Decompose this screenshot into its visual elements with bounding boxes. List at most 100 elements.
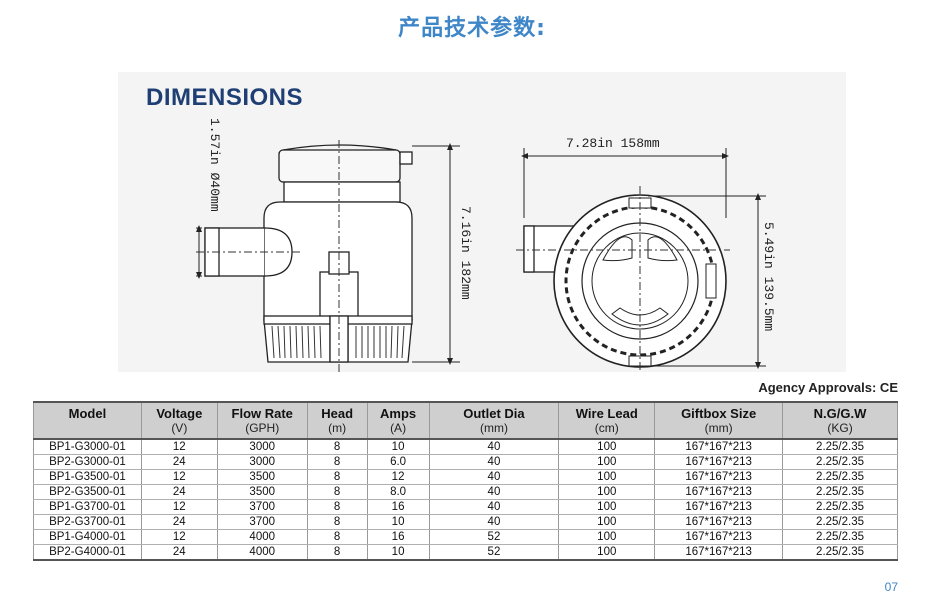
height-dimension-label: 7.16in 182mm <box>458 206 473 300</box>
table-cell: 8 <box>306 514 368 530</box>
table-cell: 3500 <box>216 469 308 485</box>
table-cell: 3500 <box>216 484 308 500</box>
table-cell: 167*167*213 <box>654 484 784 500</box>
table-cell: 10 <box>366 544 430 561</box>
table-cell: 40 <box>428 439 560 455</box>
table-cell: BP2-G3700-01 <box>33 514 142 530</box>
dimensions-title: DIMENSIONS <box>146 84 304 111</box>
table-cell: 12 <box>366 469 430 485</box>
column-header-unit: (cm) <box>594 421 619 435</box>
agency-approvals: Agency Approvals: CE <box>758 380 898 395</box>
page-heading: 产品技术参数: <box>398 16 546 41</box>
table-cell: 100 <box>558 469 656 485</box>
column-header-unit: (mm) <box>479 421 508 435</box>
table-cell: 2.25/2.35 <box>782 514 898 530</box>
table-cell: 2.25/2.35 <box>782 529 898 545</box>
column-header: Head(m) <box>306 401 368 440</box>
column-header-unit: (GPH) <box>245 421 280 435</box>
table-cell: 24 <box>140 514 218 530</box>
table-cell: 40 <box>428 514 560 530</box>
table-cell: BP2-G3000-01 <box>33 454 142 470</box>
table-cell: 12 <box>140 529 218 545</box>
table-cell: 100 <box>558 439 656 455</box>
table-cell: 24 <box>140 544 218 561</box>
table-cell: 167*167*213 <box>654 529 784 545</box>
table-cell: BP1-G4000-01 <box>33 529 142 545</box>
table-cell: 10 <box>366 439 430 455</box>
table-cell: 4000 <box>216 544 308 561</box>
column-header-name: Flow Rate <box>231 406 293 421</box>
table-cell: 40 <box>428 454 560 470</box>
table-cell: 8 <box>306 484 368 500</box>
table-cell: 2.25/2.35 <box>782 454 898 470</box>
table-cell: 100 <box>558 529 656 545</box>
dimension-drawing-panel <box>118 72 846 372</box>
table-cell: 167*167*213 <box>654 439 784 455</box>
column-header: Voltage(V) <box>140 401 218 440</box>
table-cell: 16 <box>366 499 430 515</box>
table-cell: 167*167*213 <box>654 454 784 470</box>
depth-dimension-label: 5.49in 139.5mm <box>761 222 776 331</box>
table-cell: 8 <box>306 499 368 515</box>
table-cell: 100 <box>558 454 656 470</box>
column-header: Model <box>33 401 142 440</box>
width-dimension-label: 7.28in 158mm <box>566 136 660 151</box>
table-cell: 167*167*213 <box>654 469 784 485</box>
table-cell: 2.25/2.35 <box>782 469 898 485</box>
table-cell: 40 <box>428 469 560 485</box>
table-cell: 6.0 <box>366 454 430 470</box>
table-cell: 12 <box>140 469 218 485</box>
column-header-unit: (m) <box>328 421 347 435</box>
column-header: Amps(A) <box>366 401 430 440</box>
column-header-name: Outlet Dia <box>463 406 525 421</box>
table-cell: 4000 <box>216 529 308 545</box>
column-header-unit: (KG) <box>827 421 853 435</box>
table-cell: 8 <box>306 544 368 561</box>
column-header: Flow Rate(GPH) <box>216 401 308 440</box>
table-cell: BP1-G3500-01 <box>33 469 142 485</box>
table-cell: 40 <box>428 484 560 500</box>
top-view-centerlines <box>516 186 730 372</box>
column-header: Outlet Dia(mm) <box>428 401 560 440</box>
outlet-dimension-label: 1.57in Ø40mm <box>207 118 222 212</box>
table-cell: 10 <box>366 514 430 530</box>
column-header-name: Voltage <box>156 406 203 421</box>
table-cell: 40 <box>428 499 560 515</box>
table-cell: 100 <box>558 544 656 561</box>
table-cell: 52 <box>428 544 560 561</box>
table-cell: 3700 <box>216 499 308 515</box>
column-header-name: Model <box>68 406 107 421</box>
table-cell: 2.25/2.35 <box>782 484 898 500</box>
table-cell: 167*167*213 <box>654 514 784 530</box>
column-header-unit: (A) <box>390 421 407 435</box>
table-cell: 3700 <box>216 514 308 530</box>
table-cell: 24 <box>140 484 218 500</box>
table-cell: 24 <box>140 454 218 470</box>
top-dimension-lines <box>521 148 766 369</box>
table-cell: 2.25/2.35 <box>782 499 898 515</box>
column-header-unit: (mm) <box>704 421 733 435</box>
table-cell: 8 <box>306 469 368 485</box>
column-header-name: Wire Lead <box>575 406 638 421</box>
table-cell: 2.25/2.35 <box>782 439 898 455</box>
column-header-name: Giftbox Size <box>681 406 757 421</box>
table-cell: 100 <box>558 499 656 515</box>
table-cell: 8 <box>306 439 368 455</box>
pump-side-view <box>204 144 413 363</box>
table-cell: 12 <box>140 439 218 455</box>
table-cell: 100 <box>558 484 656 500</box>
table-cell: 8.0 <box>366 484 430 500</box>
column-header: N.G/G.W(KG) <box>782 401 898 440</box>
centerlines <box>196 140 340 372</box>
strainer-slots <box>271 325 405 359</box>
table-cell: 100 <box>558 514 656 530</box>
